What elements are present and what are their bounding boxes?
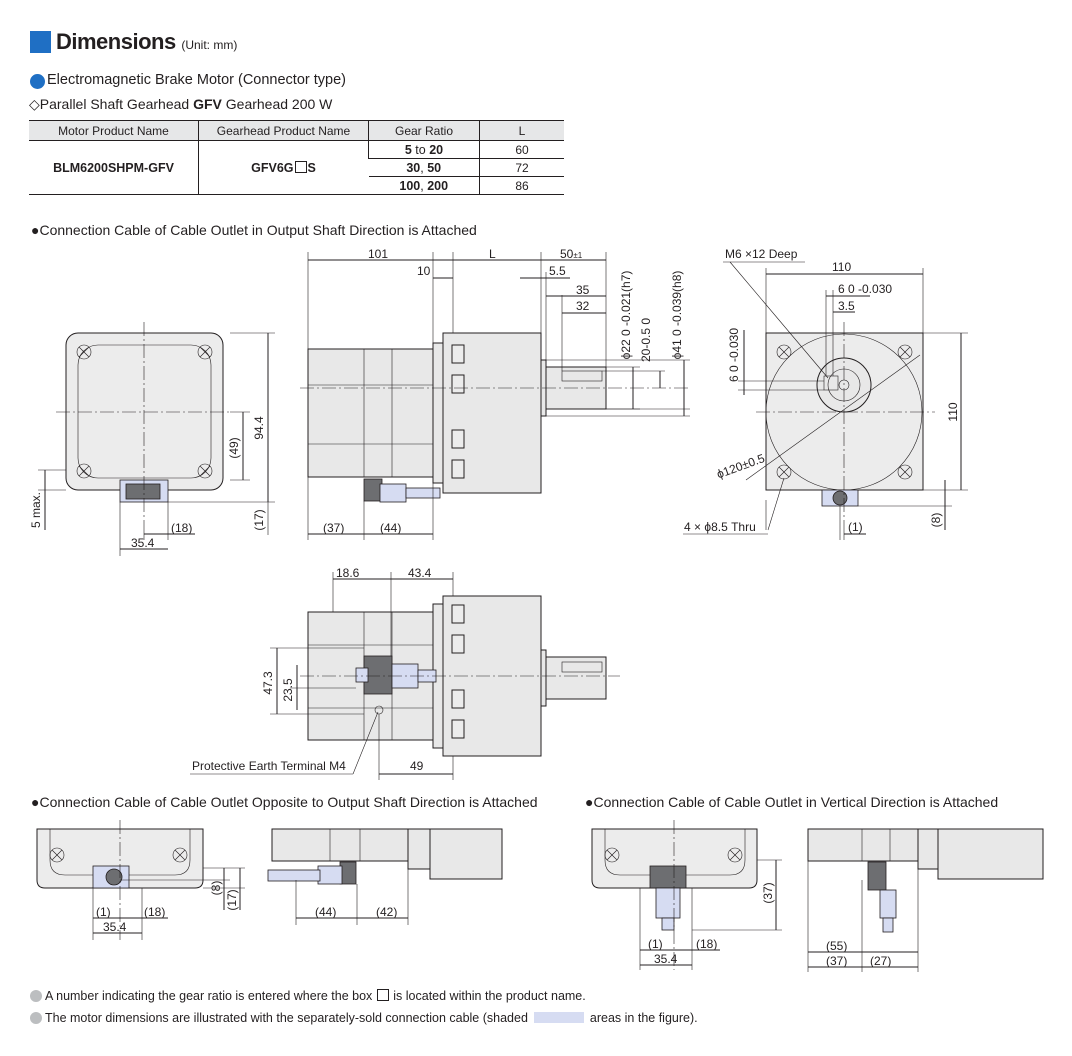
cable-shade-swatch: [533, 1012, 584, 1023]
dim-label: ϕ120±0.5: [715, 451, 767, 481]
dim-label: (37): [323, 521, 344, 535]
dim-label: (1): [848, 520, 863, 534]
vertical-front-view: (1) (18) 35.4 (37): [591, 820, 782, 970]
col-header-ratio: Gear Ratio: [368, 120, 480, 141]
dim-label: M6 ×12 Deep: [725, 247, 798, 261]
dim-label: 3.5: [838, 299, 855, 313]
dim-label: 47.3: [261, 671, 275, 695]
col-header-l: L: [479, 120, 564, 141]
table-row: 30, 50 72: [29, 158, 564, 177]
l-cell: 60: [479, 140, 564, 159]
dim-label: 20-0.5 0: [639, 318, 653, 362]
table-row: 100, 200 86: [29, 176, 564, 195]
front-view: 94.4 (49) 5 max. (18) 35.4 (17): [29, 322, 275, 556]
dim-label: (37): [761, 882, 775, 903]
dim-label: (37): [826, 954, 847, 968]
dim-label: (17): [225, 889, 239, 910]
dim-label: 110: [946, 402, 960, 421]
motor-type-heading: Electromagnetic Brake Motor (Connector t…: [47, 72, 346, 88]
col-header-motor: Motor Product Name: [29, 120, 199, 141]
bottom-view: 18.6 43.4 47.3 23.5 Protective Earth Ter…: [190, 566, 620, 780]
end-view: M6 ×12 Deep 110 6 0 -0.030 3.5 6 0 -0.03…: [683, 247, 968, 540]
dim-label: 101: [368, 247, 388, 261]
dim-label: (49): [227, 437, 241, 458]
dim-label: (18): [171, 521, 192, 535]
unit-label: (Unit: mm): [181, 38, 238, 52]
pe-terminal-label: Protective Earth Terminal M4: [192, 759, 346, 773]
dim-label: 35.4: [131, 536, 155, 550]
dim-label: (55): [826, 939, 847, 953]
dim-label: 5.5: [549, 264, 566, 278]
dim-label: (44): [315, 905, 336, 919]
note-dot-icon: [30, 1012, 42, 1024]
dim-label: (42): [376, 905, 397, 919]
section-opposite: ●Connection Cable of Cable Outlet Opposi…: [31, 794, 538, 810]
dim-label: 23.5: [281, 678, 295, 702]
dim-label: 10: [417, 264, 431, 278]
col-header-gearhead: Gearhead Product Name: [198, 120, 369, 141]
dim-label: (1): [648, 937, 663, 951]
section-output-shaft: ●Connection Cable of Cable Outlet in Out…: [31, 222, 477, 238]
l-cell: 86: [479, 176, 564, 195]
note-dot-icon: [30, 990, 42, 1002]
dim-label: 50±1: [560, 247, 583, 261]
motor-name-cell: BLM6200SHPM-GFV: [29, 140, 199, 195]
dim-label: 94.4: [252, 416, 266, 440]
note-gear-ratio: A number indicating the gear ratio is en…: [30, 989, 586, 1003]
dim-label: (44): [380, 521, 401, 535]
dim-label: 35.4: [654, 952, 678, 966]
dim-label: (8): [929, 513, 943, 528]
gear-ratio-box-icon: [294, 160, 307, 173]
dim-label: 43.4: [408, 566, 432, 580]
dim-label: L: [489, 247, 496, 261]
dim-label: (27): [870, 954, 891, 968]
page-title: Dimensions (Unit: mm): [56, 29, 238, 54]
dim-label: (1): [96, 905, 111, 919]
vertical-side-view: (55) (37) (27): [807, 828, 1044, 972]
l-cell: 72: [479, 158, 564, 177]
dim-label: (18): [144, 905, 165, 919]
dim-label: 5 max.: [29, 492, 43, 528]
dim-label: ϕ22 0 -0.021(h7): [619, 271, 633, 360]
dim-label: 110: [832, 260, 851, 274]
dim-label: (8): [209, 881, 223, 896]
dim-label: 6 0 -0.030: [727, 328, 741, 382]
ratio-cell: 100, 200: [368, 176, 480, 195]
spec-table: Motor Product Name Gearhead Product Name…: [29, 120, 564, 195]
dim-label: 6 0 -0.030: [838, 282, 892, 296]
section-vertical: ●Connection Cable of Cable Outlet in Ver…: [585, 794, 999, 810]
bullet-dot-icon: [30, 74, 45, 89]
dim-label: (18): [696, 937, 717, 951]
dim-label: (17): [252, 509, 266, 530]
title-marker: [30, 31, 51, 53]
dim-label: 35.4: [103, 920, 127, 934]
note-cable: The motor dimensions are illustrated wit…: [30, 1011, 698, 1025]
dim-label: 49: [410, 759, 424, 773]
side-view: 101 L 50±1 10 5.5 35 32 ϕ22 0 -0.021(h7)…: [300, 247, 690, 540]
dim-label: 32: [576, 299, 590, 313]
opposite-side-view: (44) (42): [267, 828, 503, 925]
dim-label: ϕ41 0 -0.039(h8): [670, 271, 684, 360]
ratio-cell: 30, 50: [368, 158, 480, 177]
opposite-front-view: (1) (18) 35.4 (8) (17): [36, 820, 245, 940]
dim-label: 4 × ϕ8.5 Thru: [684, 520, 756, 534]
dim-label: 35: [576, 283, 590, 297]
dim-label: 18.6: [336, 566, 360, 580]
gear-ratio-box-icon: [376, 989, 389, 1001]
gearhead-heading: ◇Parallel Shaft Gearhead GFV Gearhead 20…: [29, 96, 333, 112]
ratio-cell: 5 to 20: [368, 140, 480, 159]
